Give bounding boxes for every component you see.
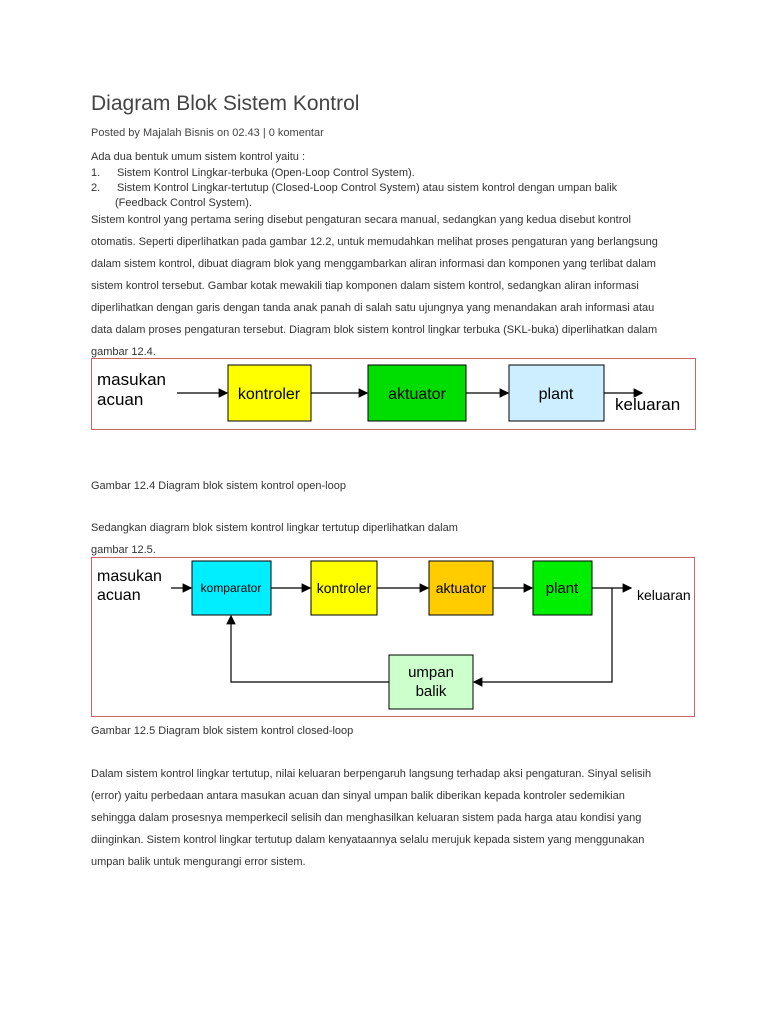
aktuator-label-closed: aktuator	[436, 580, 487, 596]
open-output-label: keluaran	[615, 395, 680, 414]
umpan-balik-block	[388, 654, 474, 710]
aktuator-block-closed	[428, 560, 494, 616]
closed-loop-diagram: masukan acuan komparator kontroler aktua…	[91, 557, 695, 717]
umpan-balik-label-1: umpan	[408, 664, 454, 681]
paragraph-2: Sedangkan diagram blok sistem kontrol li…	[91, 522, 458, 556]
kontroler-label-closed: kontroler	[317, 580, 372, 596]
komparator-block	[191, 560, 272, 616]
plant-block-closed	[532, 560, 593, 616]
open-input-label-1: masukan	[97, 370, 166, 389]
kontroler-block-closed	[310, 560, 378, 616]
aktuator-block	[367, 364, 467, 422]
caption-open-loop: Gambar 12.4 Diagram blok sistem kontrol …	[91, 480, 346, 492]
plant-label-closed: plant	[546, 580, 579, 597]
closed-input-label-2: acuan	[97, 587, 141, 604]
aktuator-label: aktuator	[388, 386, 446, 403]
caption-closed-loop: Gambar 12.5 Diagram blok sistem kontrol …	[91, 725, 354, 737]
closed-input-label-1: masukan	[97, 568, 162, 585]
kontroler-label: kontroler	[238, 386, 301, 403]
paragraph-3: Dalam sistem kontrol lingkar tertutup, n…	[91, 768, 652, 868]
komparator-label: komparator	[201, 581, 262, 595]
list-item: 2.Sistem Kontrol Lingkar-tertutup (Close…	[91, 182, 618, 194]
plant-label: plant	[539, 386, 574, 403]
list-item-continuation: (Feedback Control System).	[115, 197, 252, 209]
paragraph-1: Sistem kontrol yang pertama sering diseb…	[91, 214, 658, 358]
plant-block	[508, 364, 605, 422]
open-loop-diagram: masukan acuan kontroler aktuator plant k…	[91, 358, 696, 430]
system-type-list: 1.Sistem Kontrol Lingkar-terbuka (Open-L…	[91, 166, 711, 211]
kontroler-block	[227, 364, 312, 422]
list-item: 1.Sistem Kontrol Lingkar-terbuka (Open-L…	[91, 167, 415, 179]
page-title: Diagram Blok Sistem Kontrol	[91, 92, 360, 115]
intro-text: Ada dua bentuk umum sistem kontrol yaitu…	[91, 151, 305, 163]
closed-output-label: keluaran	[637, 587, 691, 603]
open-input-label-2: acuan	[97, 390, 143, 409]
post-meta: Posted by Majalah Bisnis on 02.43 | 0 ko…	[91, 127, 324, 139]
umpan-balik-label-2: balik	[416, 683, 447, 700]
